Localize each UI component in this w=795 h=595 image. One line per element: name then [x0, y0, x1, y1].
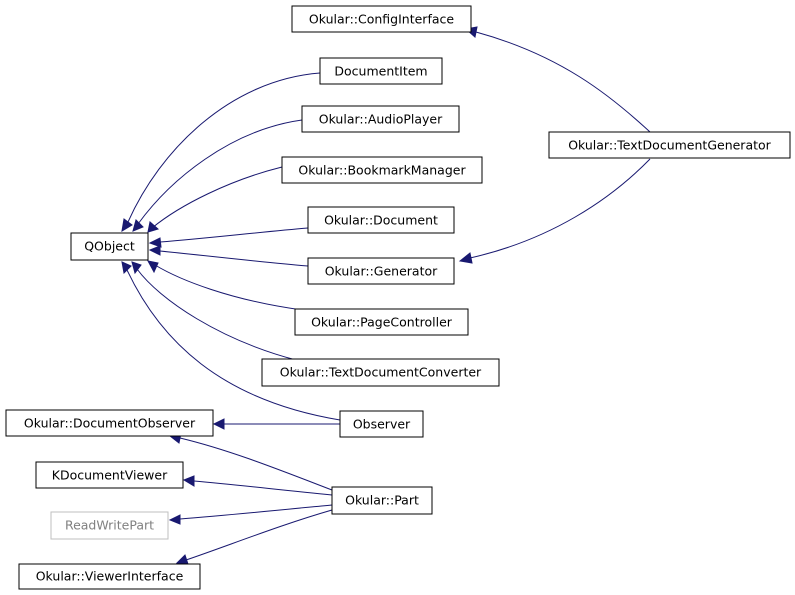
node-config-interface[interactable]: Okular::ConfigInterface	[291, 5, 472, 33]
node-label: Okular::Document	[324, 213, 438, 228]
node-viewer-interface[interactable]: Okular::ViewerInterface	[18, 563, 201, 590]
edge-part-documentobserver	[179, 437, 333, 491]
node-label: Okular::TextDocumentGenerator	[568, 138, 771, 153]
arrowhead-documentobserver-1	[212, 418, 225, 430]
edge-pagecontroller-qobject	[154, 264, 303, 311]
edge-part-kdocumentviewer	[193, 480, 333, 496]
arrowhead-readwritepart	[168, 514, 181, 525]
arrowhead-generator	[458, 252, 473, 264]
edge-observer-qobject	[126, 269, 341, 421]
node-label: Okular::ViewerInterface	[36, 569, 184, 584]
arrowhead-qobject-3	[147, 221, 160, 233]
node-label: ReadWritePart	[65, 518, 154, 533]
node-text-document-converter[interactable]: Okular::TextDocumentConverter	[261, 358, 500, 387]
node-document-item[interactable]: DocumentItem	[319, 57, 443, 85]
arrowhead-kdocumentviewer	[182, 475, 195, 487]
node-label: Okular::ConfigInterface	[309, 12, 454, 27]
node-label: DocumentItem	[334, 64, 427, 79]
edges	[121, 26, 651, 565]
edge-audioplayer-qobject	[137, 119, 303, 225]
arrowhead-qobject-1	[121, 218, 133, 232]
node-label: Okular::TextDocumentConverter	[280, 365, 482, 380]
node-label: Okular::Part	[345, 493, 419, 508]
node-observer[interactable]: Observer	[339, 410, 424, 438]
node-label: Okular::PageController	[311, 315, 453, 330]
node-label: Observer	[353, 417, 411, 432]
node-part[interactable]: Okular::Part	[331, 486, 433, 515]
edge-bookmarkmanager-qobject	[151, 166, 283, 229]
node-label: Okular::AudioPlayer	[319, 112, 443, 127]
node-read-write-part[interactable]: ReadWritePart	[50, 511, 169, 540]
node-label: Okular::Generator	[325, 264, 438, 279]
arrowhead-qobject-6	[147, 260, 159, 274]
arrowhead-qobject-7	[131, 261, 142, 275]
node-document-observer[interactable]: Okular::DocumentObserver	[5, 409, 214, 437]
edge-part-readwritepart	[179, 504, 333, 520]
node-bookmark-manager[interactable]: Okular::BookmarkManager	[281, 156, 483, 184]
node-label: Okular::BookmarkManager	[298, 163, 466, 178]
edge-textdocgen-configinterface	[475, 31, 651, 133]
node-kdocument-viewer[interactable]: KDocumentViewer	[35, 461, 184, 489]
node-document[interactable]: Okular::Document	[307, 206, 455, 234]
edge-documentitem-qobject	[127, 72, 321, 223]
edge-document-qobject	[159, 227, 309, 243]
node-label: QObject	[84, 239, 135, 254]
arrowhead-qobject-2	[132, 219, 144, 232]
arrowhead-qobject-8	[121, 261, 132, 275]
node-page-controller[interactable]: Okular::PageController	[294, 308, 469, 336]
edge-generator-qobject	[159, 250, 309, 267]
arrowhead-viewerinterface	[175, 554, 189, 565]
node-label: Okular::DocumentObserver	[24, 416, 196, 431]
edge-textdocgen-generator	[469, 158, 651, 259]
edge-part-viewerinterface	[185, 509, 333, 561]
arrowhead-qobject-5	[148, 245, 161, 256]
node-generator[interactable]: Okular::Generator	[307, 257, 455, 285]
node-qobject[interactable]: QObject	[70, 232, 149, 261]
node-audio-player[interactable]: Okular::AudioPlayer	[301, 105, 460, 133]
edge-textdocconverter-qobject	[136, 268, 297, 361]
node-label: KDocumentViewer	[52, 468, 168, 483]
arrowhead-qobject-4	[148, 237, 162, 248]
node-text-document-generator[interactable]: Okular::TextDocumentGenerator	[548, 131, 791, 159]
